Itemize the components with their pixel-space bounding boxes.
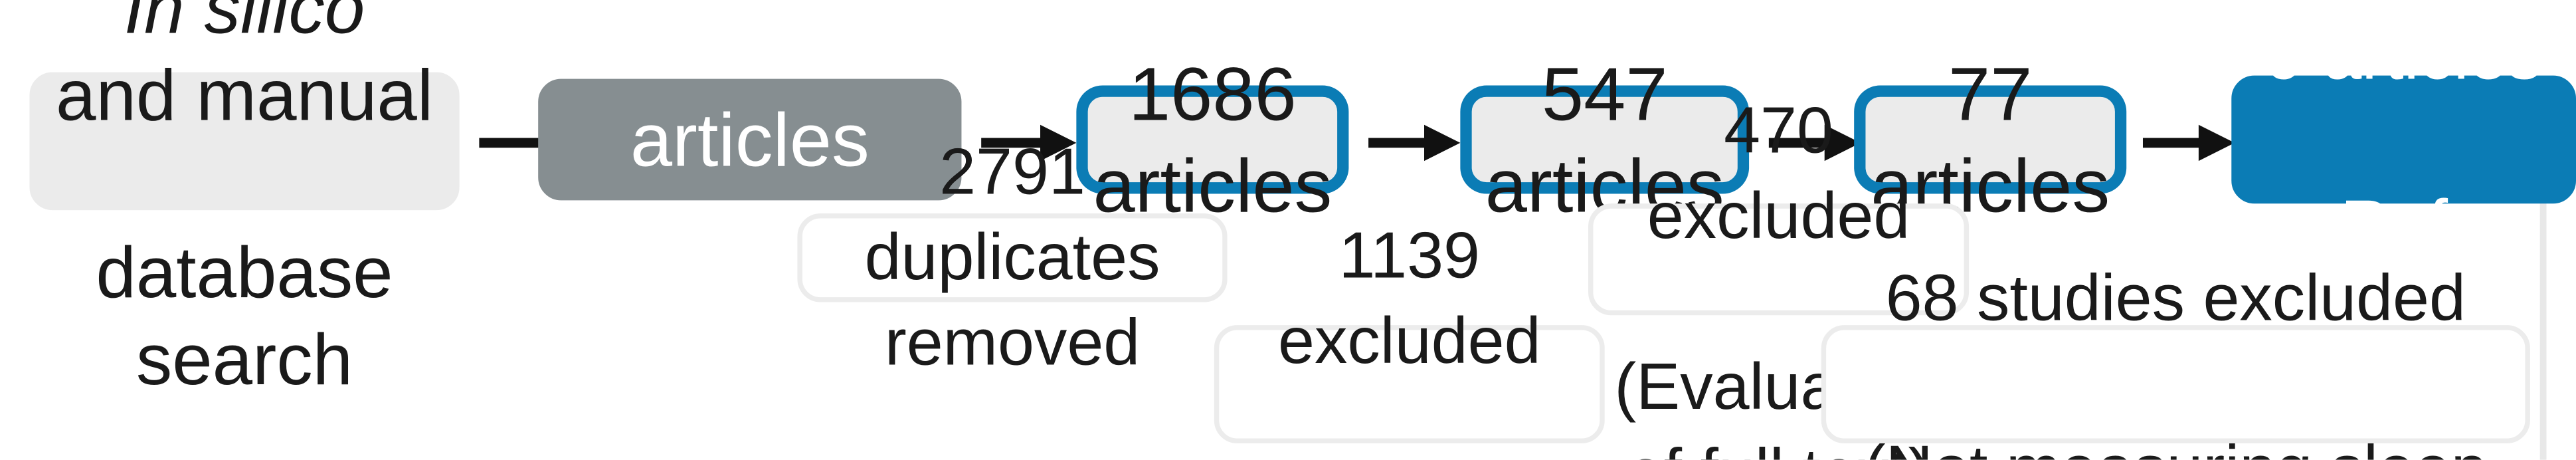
node-database-search-italic: In silico — [124, 0, 365, 49]
callout-psqi-line1: 68 studies excluded — [1885, 263, 2466, 335]
callout-abstract-line1: 1139 excluded — [1278, 219, 1541, 378]
node-stage3-articles: 77 articles — [1854, 51, 2127, 228]
node-database-search-rest: and manual — [56, 56, 434, 137]
node-database-search-text: In silico and manual database search — [56, 0, 433, 405]
connector-duplicates — [2539, 180, 2547, 460]
arrow-stage2-to-stage3 — [1768, 124, 1861, 162]
node-database-search: In silico and manual database search — [29, 0, 460, 402]
node-stage3-label: 77 articles — [1871, 51, 2110, 229]
node-final-line1: 9 articles — [2266, 17, 2542, 94]
callout-fulltext-excluded: 470 excluded (Evaluation of full text) — [1588, 95, 1970, 460]
callout-abstract-text: 1139 excluded (Evaluation of abstract) — [1242, 128, 1577, 460]
node-stage1-articles: 1686 articles — [1076, 51, 1349, 228]
node-database-search-line2: database search — [96, 232, 393, 402]
node-articles-identified: 4477 articles identified — [538, 5, 962, 275]
callout-psqi-text: 68 studies excluded (Not measuring sleep… — [1849, 171, 2502, 460]
callout-fulltext-text: 470 excluded (Evaluation of full text) — [1614, 3, 1942, 459]
node-articles-identified-label: 4477 articles identified — [598, 5, 901, 275]
node-stage1-label: 1686 articles — [1093, 51, 1333, 229]
node-final-text: 9 articles Ref: Table 1 — [2251, 0, 2556, 350]
node-final-articles: 9 articles Ref: Table 1 — [2231, 17, 2576, 346]
callout-abstract-excluded: 1139 excluded (Evaluation of abstract) — [1214, 220, 1605, 443]
callout-fulltext-line1: 470 excluded — [1647, 95, 1910, 253]
arrow-identified-to-stage1 — [981, 124, 1077, 162]
arrow-stage1-to-stage2 — [1368, 124, 1461, 162]
callout-duplicates-label: 2791 duplicates removed — [864, 136, 1160, 380]
arrow-stage3-to-final — [2142, 124, 2235, 162]
callout-duplicates-removed: 2791 duplicates removed — [797, 136, 1228, 380]
callout-psqi-excluded: 68 studies excluded (Not measuring sleep… — [1821, 263, 2530, 460]
callout-psqi-line2: (Not measuring sleep outcomes via PSQI) — [1864, 433, 2488, 460]
